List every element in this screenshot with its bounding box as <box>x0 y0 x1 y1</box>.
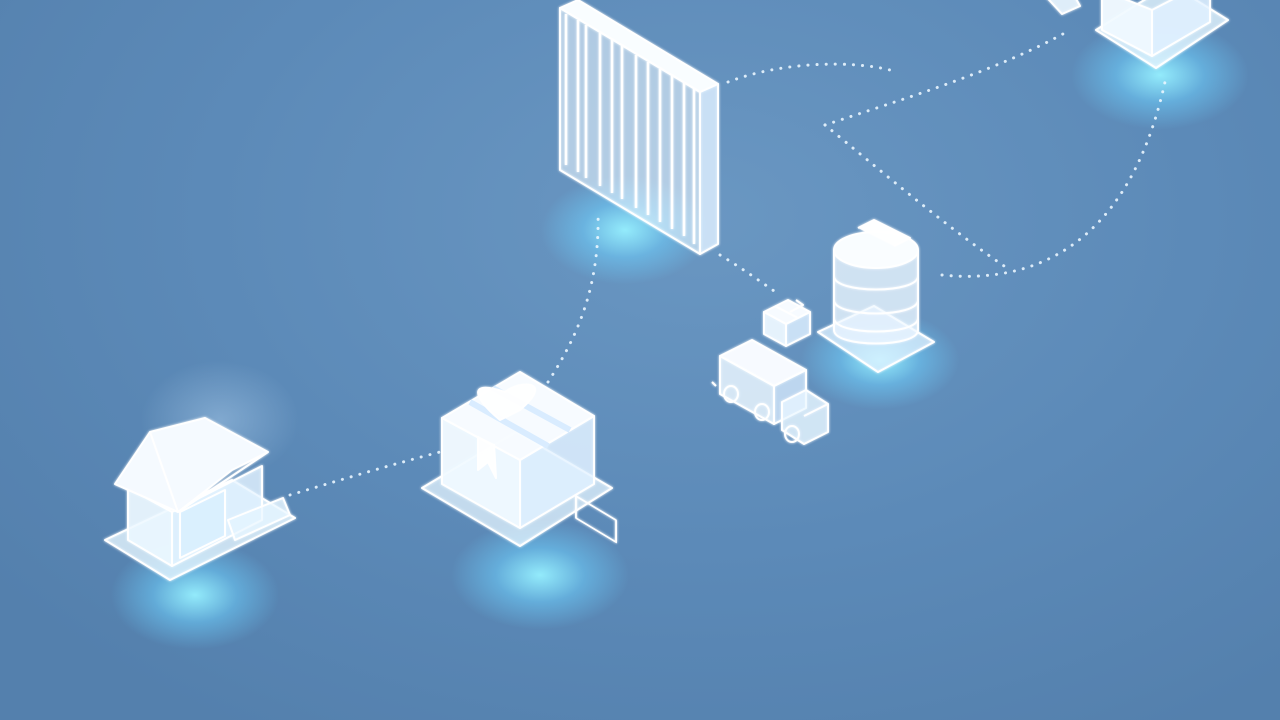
path-cross-a <box>823 28 1072 127</box>
path-barcode-right <box>726 62 892 84</box>
small-parcel-icon <box>763 299 811 347</box>
gift-box-icon <box>421 371 613 547</box>
warehouse-box-icon <box>1047 0 1229 69</box>
path-barcode-truck <box>718 253 782 297</box>
dotted-paths <box>288 28 1167 497</box>
path-house-gift <box>288 450 442 497</box>
path-db-warehouse <box>940 80 1167 278</box>
barcode-icon <box>559 0 719 544</box>
delivery-truck-icon <box>711 339 829 445</box>
house-icon <box>104 417 296 581</box>
path-cross-b <box>823 123 1012 272</box>
path-gift-barcode <box>546 210 600 384</box>
database-stack-icon <box>817 219 935 373</box>
